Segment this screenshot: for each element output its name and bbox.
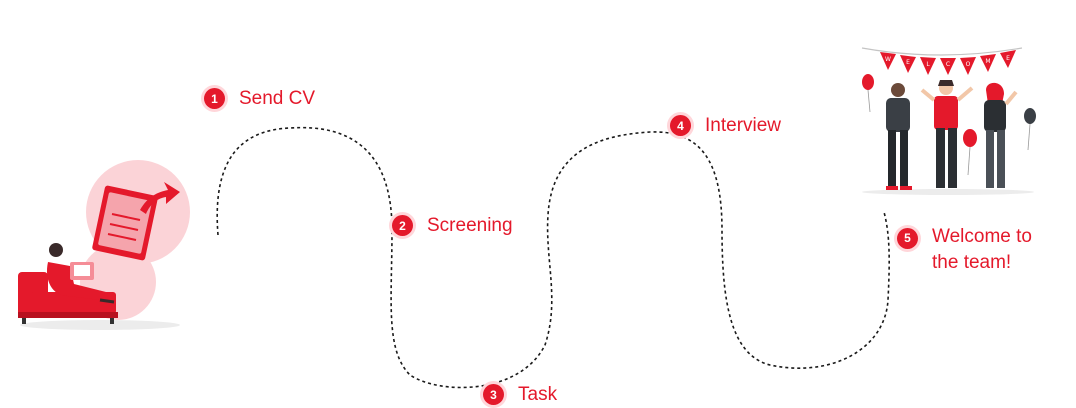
step-screening: 2 Screening	[392, 213, 513, 239]
celebrating-team-illustration: W E L C O M E	[861, 47, 1036, 195]
banner-letter: E	[906, 59, 910, 66]
banner-letter: O	[966, 61, 971, 68]
step-number-badge: 1	[204, 88, 225, 110]
step-label: Interview	[705, 115, 782, 136]
document-send-icon	[92, 182, 180, 261]
banner-letter: L	[926, 61, 930, 68]
welcome-banner	[880, 50, 1016, 75]
step-number-badge: 3	[483, 384, 504, 406]
step-label-line1: Welcome to	[932, 226, 1032, 247]
banner-letter: M	[985, 58, 990, 65]
banner-letter: C	[946, 61, 950, 68]
step-send-cv: 1 Send CV	[204, 86, 315, 112]
dashed-process-path	[216, 126, 890, 389]
banner-letter: W	[885, 56, 891, 63]
step-number-badge: 4	[670, 115, 691, 137]
step-number-badge: 5	[897, 228, 918, 249]
step-number-badge: 2	[392, 215, 413, 237]
step-interview: 4 Interview	[670, 113, 781, 139]
step-label-line2: the team!	[932, 251, 1012, 273]
step-welcome: 5 Welcome to the team!	[897, 224, 1032, 275]
step-label: Send CV	[239, 88, 316, 109]
step-task: 3 Task	[483, 382, 557, 408]
person-on-couch-illustration	[18, 160, 190, 330]
step-label: Screening	[427, 215, 513, 236]
banner-letter: E	[1006, 55, 1010, 62]
step-label: Task	[518, 384, 558, 405]
